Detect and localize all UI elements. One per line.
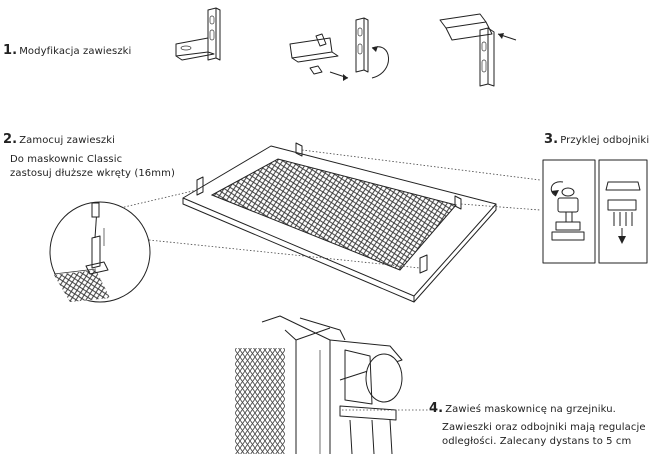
step-3-text: Przyklej odbojniki [560,135,650,146]
bracket-original [175,7,221,61]
step-4-label: 4.Zawieś maskownicę na grzejniku. [429,402,616,416]
step-3-number: 3. [544,132,559,147]
guide-lines [102,149,541,269]
installed-cover-illustration [235,315,428,454]
screw-detail-magnifier [49,201,151,303]
step-2-text: Zamocuj zawieszki [19,135,116,146]
step-1-label: 1.Modyfikacja zawieszki [3,44,131,58]
bracket-disassembly [289,17,389,81]
radiator-cover-panel [182,142,497,303]
bracket-rotated [439,13,517,87]
step-2-number: 2. [3,132,18,147]
bumper-detail-1 [542,159,596,264]
step-3-label: 3.Przyklej odbojniki [544,133,649,147]
step-2-label: 2.Zamocuj zawieszki [3,133,115,147]
bumper-detail-2 [598,159,648,264]
step-4-line-3: odległości. Zalecany dystans to 5 cm [442,436,632,447]
step-4-number: 4. [429,401,444,416]
step-4-text: Zawieś maskownicę na grzejniku. [445,404,616,415]
step-2-note-line-1: Do maskownic Classic [10,154,123,165]
step-2-note-line-2: zastosuj dłuższe wkręty (16mm) [10,168,175,179]
step-4-line-2: Zawieszki oraz odbojniki mają regulacje [442,422,646,433]
step-1-text: Modyfikacja zawieszki [19,46,132,57]
step-1-number: 1. [3,43,18,58]
